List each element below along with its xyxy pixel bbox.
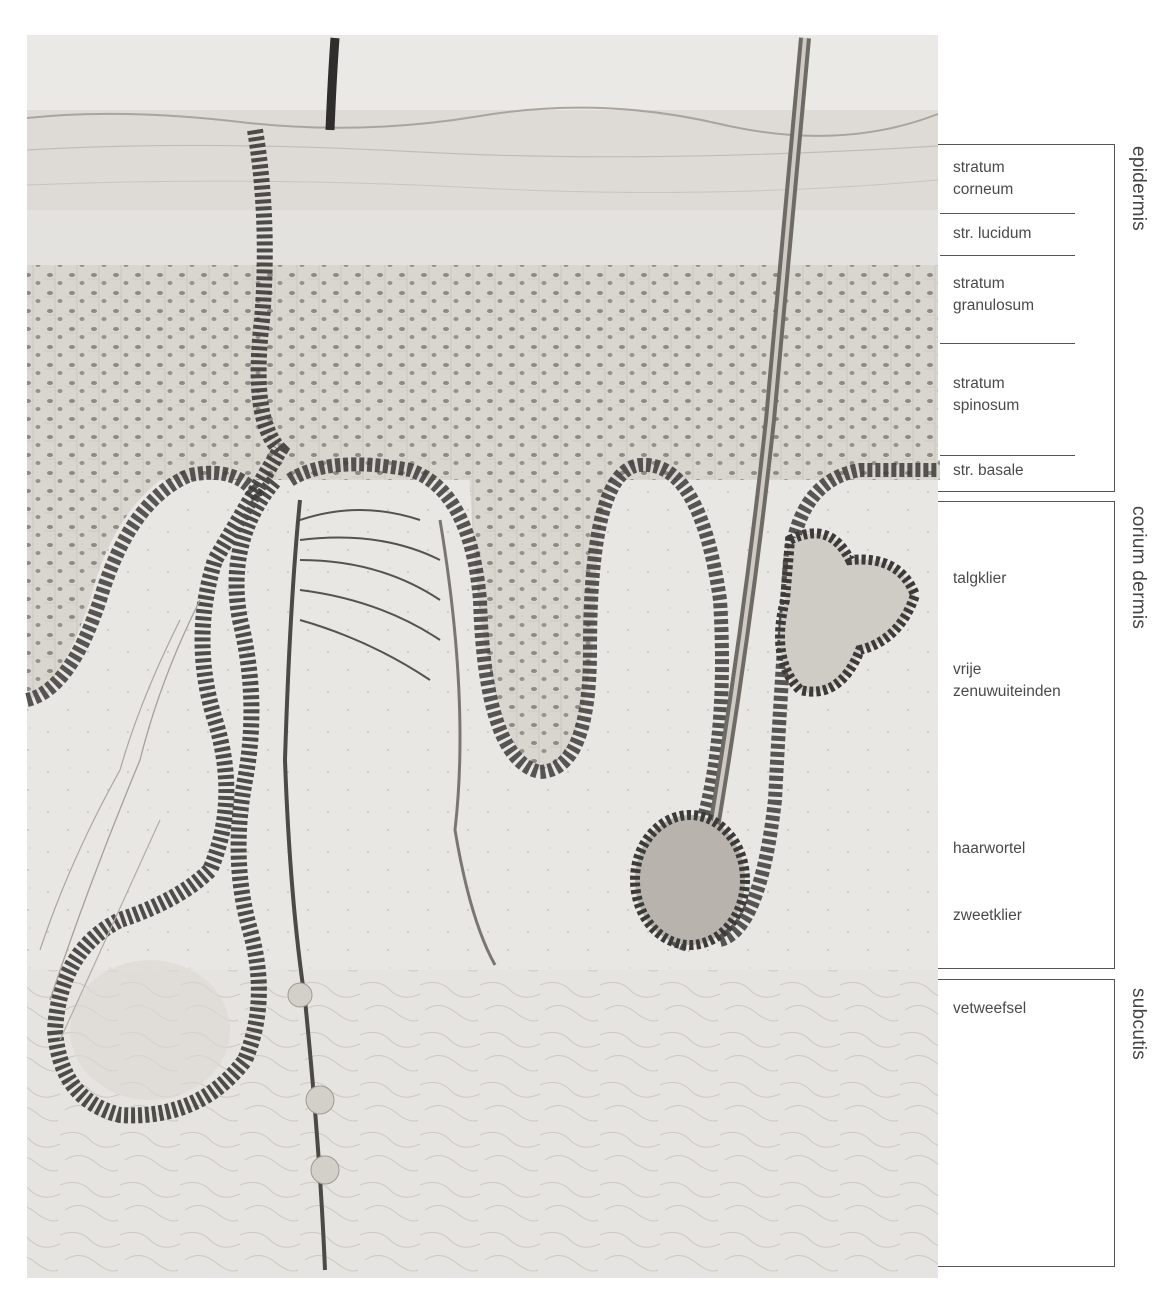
divider-spinosum-basale [940,455,1075,456]
divider-lucidum-granulosum [940,255,1075,256]
label-zweetklier: zweetklier [953,905,1088,927]
hair-shaft [330,38,335,130]
divider-corneum-lucidum [940,213,1075,214]
subcutis-bracket [938,979,1115,1267]
hair-root [635,815,745,945]
stratum-granulosum-band [27,265,938,460]
stratum-lucidum-band [27,210,938,265]
region-label-subcutis: subcutis [1127,988,1149,1060]
region-label-epidermis: epidermis [1127,146,1149,231]
label-stratum-corneum: stratum corneum [953,157,1088,201]
divider-granulosum-spinosum [940,343,1075,344]
label-haarwortel: haarwortel [953,838,1088,860]
label-vrije-zenuwuiteinden: vrije zenuwuiteinden [953,659,1088,703]
region-label-corium: corium dermis [1127,506,1149,629]
label-stratum-granulosum: stratum granulosum [953,273,1088,317]
label-stratum-spinosum: stratum spinosum [953,373,1088,417]
label-talgklier: talgklier [953,568,1088,590]
label-stratum-basale: str. basale [953,460,1088,482]
sweat-gland-coil [70,960,230,1100]
label-stratum-lucidum: str. lucidum [953,223,1088,245]
label-vetweefsel: vetweefsel [953,998,1088,1020]
